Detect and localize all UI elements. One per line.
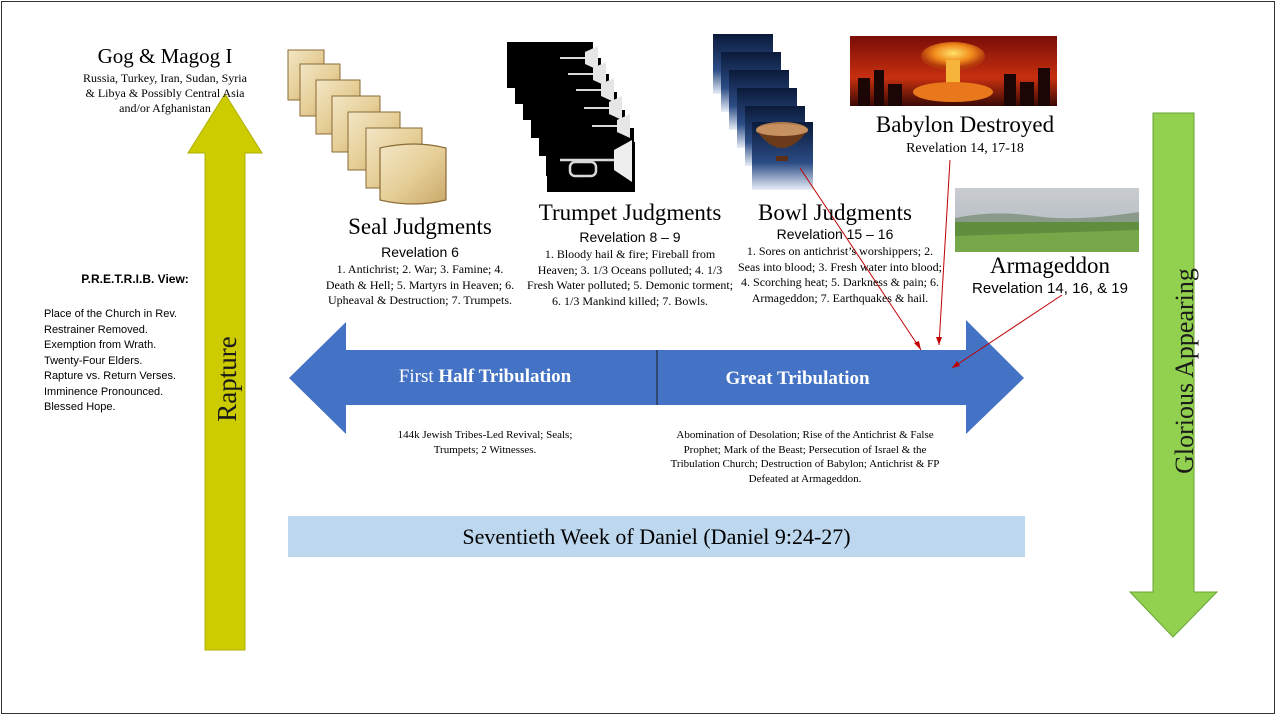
- gog-line-3: and/or Afghanistan: [119, 101, 211, 115]
- glorious-appearing-label: Glorious Appearing: [1170, 268, 1199, 474]
- babylon-destroyed-title: Babylon Destroyed: [875, 112, 1055, 137]
- bowl-judgments-ref: Revelation 15 – 16: [776, 226, 894, 242]
- seventieth-week-label: Seventieth Week of Daniel (Daniel 9:24-2…: [462, 524, 851, 549]
- first-half-tribulation-label: First Half Tribulation: [350, 366, 620, 388]
- pretrib-list: Place of the Church in Rev. Restrainer R…: [44, 307, 214, 416]
- seal-judgments-title: Seal Judgments: [348, 214, 492, 239]
- armageddon-ref: Revelation 14, 16, & 19: [972, 280, 1128, 297]
- scroll-icon: [287, 49, 447, 205]
- trumpet-icon: [507, 42, 635, 192]
- pretrib-item: Exemption from Wrath.: [44, 339, 157, 351]
- pretrib-item: Place of the Church in Rev.: [44, 308, 178, 320]
- pretrib-item: Restrainer Removed.: [44, 323, 148, 336]
- bowl-judgments-list: 1. Sores on antichrist’s worshippers; 2.…: [738, 244, 942, 305]
- glorious-appearing-arrow: [1128, 112, 1219, 638]
- first-half-bold: Half Tribulation: [438, 366, 572, 387]
- timeline-arrow-right: [657, 320, 1024, 434]
- seal-judgments-list: 1. Antichrist; 2. War; 3. Famine; 4. Dea…: [325, 262, 515, 307]
- timeline-arrow-left: [289, 322, 657, 434]
- pretrib-item: Blessed Hope.: [44, 401, 116, 413]
- trumpet-judgments-ref: Revelation 8 – 9: [579, 229, 681, 245]
- babylon-destroyed-ref: Revelation 14, 17-18: [906, 141, 1024, 156]
- pretrib-item: Rapture vs. Return Verses.: [44, 370, 177, 382]
- bowl-icon: [713, 34, 813, 190]
- connector-lines: [799, 159, 1063, 369]
- rapture-label: Rapture: [212, 336, 242, 422]
- seventieth-week-bar: [288, 516, 1025, 557]
- seal-judgments-ref: Revelation 6: [381, 244, 459, 260]
- landscape-image: [955, 188, 1139, 252]
- rapture-arrow: [187, 93, 263, 651]
- great-tribulation-label: Great Tribulation: [725, 368, 870, 389]
- first-half-notes: 144k Jewish Tribes-Led Revival; Seals; T…: [397, 429, 573, 456]
- gog-magog-nations: Russia, Turkey, Iran, Sudan, Syria & Lib…: [55, 71, 275, 116]
- great-tribulation-notes: Abomination of Desolation; Rise of the A…: [670, 429, 940, 485]
- first-half-prefix: First: [398, 366, 439, 387]
- trumpet-judgments-list: 1. Bloody hail & fire; Fireball from Hea…: [526, 247, 734, 308]
- pretrib-item: Twenty-Four Elders.: [44, 354, 143, 367]
- armageddon-title: Armageddon: [989, 253, 1111, 278]
- pretrib-item: Imminence Pronounced.: [44, 385, 164, 398]
- gog-line-2: & Libya & Possibly Central Asia: [85, 86, 245, 100]
- trumpet-judgments-title: Trumpet Judgments: [538, 200, 722, 225]
- gog-magog-title: Gog & Magog I: [97, 44, 233, 68]
- bowl-judgments-title: Bowl Judgments: [758, 200, 912, 225]
- gog-line-1: Russia, Turkey, Iran, Sudan, Syria: [83, 71, 247, 85]
- mushroom-cloud-image: [850, 36, 1057, 106]
- pretrib-heading: P.R.E.T.R.I.B. View:: [81, 272, 189, 286]
- connector-arrowheads: [914, 337, 960, 368]
